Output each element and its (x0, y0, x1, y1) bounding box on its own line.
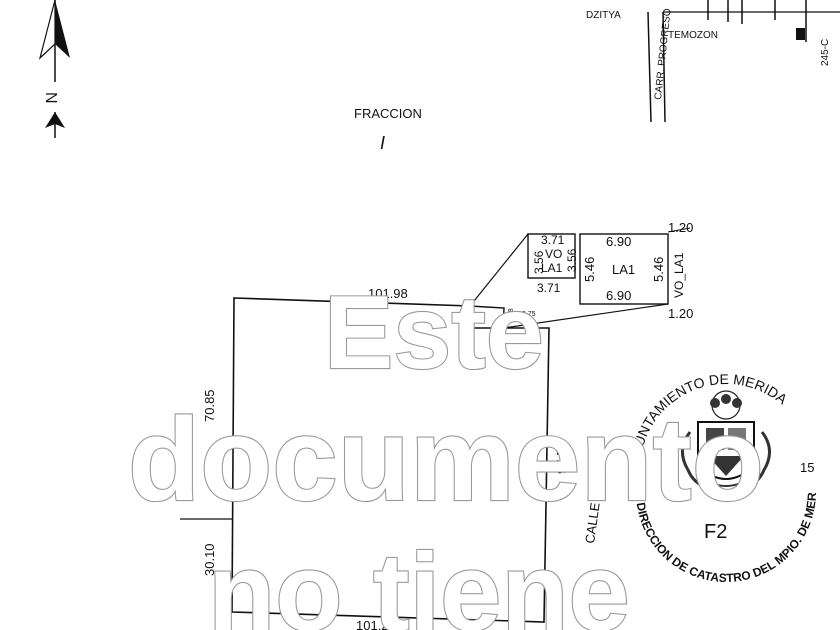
map-label-temozon: TEMOZON (668, 30, 718, 41)
detail-la1-box (579, 233, 669, 305)
detail-la1-left: 5.46 (582, 257, 597, 282)
detail-right-bottom: 1.20 (668, 306, 693, 321)
notch-dimension-a: 2.58 (508, 308, 515, 322)
map-label-dzitya: DZITYA (586, 10, 621, 21)
detail-vo-inner: 3.56 (565, 248, 579, 272)
detail-vo-la1-text: VO_LA1 (672, 252, 686, 298)
watermark-line-3: no tiene (208, 531, 630, 630)
fraction-number: I (380, 133, 385, 153)
coat-of-arms-icon (681, 390, 771, 490)
detail-vo-bottom: 3.71 (537, 281, 561, 295)
notch-dimension-b: 13.75 (518, 311, 536, 318)
map-label-corner: 245-C (820, 39, 831, 66)
detail-la1-small: LA1 (541, 261, 563, 275)
detail-right-top: 1.20 (668, 220, 693, 235)
lot-right-dimension: 97.58 (554, 441, 569, 474)
detail-vo-top: 3.71 (541, 233, 565, 247)
detail-vo-side: 3.56 (532, 250, 546, 274)
watermark-line-2: documento (128, 394, 764, 526)
detail-la1-bottom: 6.90 (606, 288, 631, 303)
detail-vo-box (527, 233, 576, 279)
lot-top-dimension: 101.98 (368, 286, 408, 301)
lot-notch (469, 305, 505, 329)
seal-right-number: 15 (800, 460, 814, 475)
fraction-label: FRACCION (354, 106, 422, 121)
north-label: N (42, 92, 59, 104)
detail-la1-top: 6.90 (606, 234, 631, 249)
location-map (647, 0, 840, 123)
detail-vo-text: VO (545, 247, 562, 261)
detail-la1-right: 5.46 (651, 257, 666, 282)
lot-left-lower-dimension: 30.10 (202, 543, 217, 576)
detail-callout-lines (469, 227, 691, 329)
watermark-line-1: Este (324, 275, 544, 391)
detail-la1-text: LA1 (612, 262, 635, 277)
north-arrow-icon (38, 0, 70, 138)
lot-bottom-dimension: 101.25 (356, 618, 396, 630)
lot-left-upper-dimension: 70.85 (202, 389, 217, 422)
map-label-road: CARR. PROGRESO (653, 8, 674, 101)
seal-left-number: 12 (632, 452, 646, 467)
seal-code: F2 (704, 521, 727, 543)
